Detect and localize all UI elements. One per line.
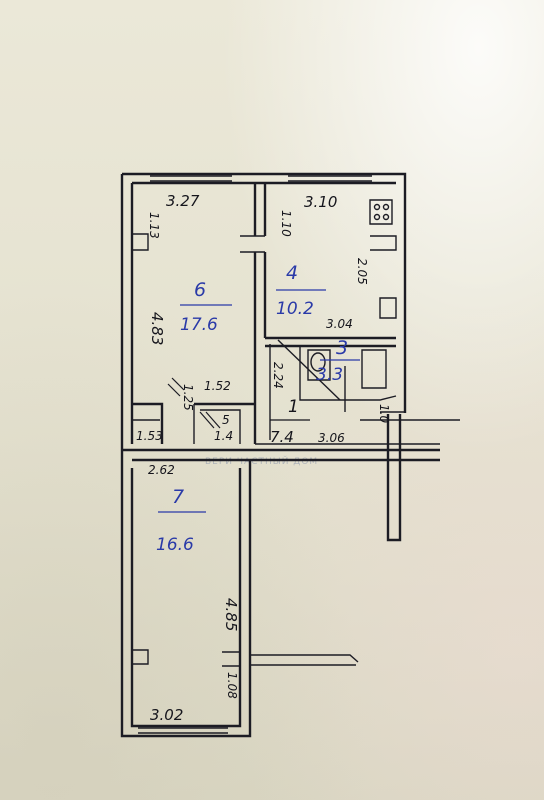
- dim-1-53: 1.53: [136, 429, 163, 443]
- dim-1-0: 1.0: [377, 404, 391, 423]
- room-7-number: 7: [172, 486, 184, 508]
- dim-1-25: 1.25: [181, 384, 195, 411]
- dim-1-10: 1.10: [279, 210, 293, 237]
- dim-3-04: 3.04: [326, 317, 353, 331]
- room-5-number: 5: [222, 413, 230, 427]
- partition-walls: [132, 183, 460, 667]
- room-3-label: 3 3.3: [316, 337, 360, 385]
- room-4-area: 10.2: [276, 299, 314, 319]
- room-1-number: 1: [288, 397, 299, 417]
- room-1-area: 7.4: [270, 428, 294, 446]
- outer-walls: [120, 172, 440, 738]
- hatching: [167, 377, 221, 429]
- room-1-label: 1 7.4: [270, 397, 310, 446]
- dim-3-10: 3.10: [304, 193, 337, 211]
- dimension-labels: 3.27 3.10 1.13 1.10 2.05 4.83 3.04 1.52 …: [136, 192, 391, 724]
- room-3-number: 3: [336, 337, 348, 359]
- room-3-area: 3.3: [316, 365, 343, 385]
- dim-3-06: 3.06: [318, 431, 345, 445]
- dim-3-02: 3.02: [150, 706, 183, 724]
- room-5-area: 1.4: [214, 429, 233, 443]
- room-6-label: 6 17.6: [180, 279, 232, 335]
- room-4-number: 4: [286, 262, 298, 284]
- dim-2-05: 2.05: [355, 258, 369, 285]
- dim-2-62: 2.62: [148, 463, 175, 477]
- room-5-label: 5 1.4: [214, 413, 233, 443]
- room-4-label: 4 10.2: [276, 262, 326, 319]
- room-6-area: 17.6: [180, 315, 218, 335]
- windows: [138, 175, 372, 734]
- dim-1-13: 1.13: [147, 212, 161, 239]
- dim-4-85: 4.85: [222, 598, 240, 631]
- room-7-area: 16.6: [156, 535, 194, 555]
- dim-1-08: 1.08: [225, 672, 239, 699]
- dim-1-52: 1.52: [204, 379, 231, 393]
- room-6-number: 6: [194, 279, 206, 301]
- dim-4-83: 4.83: [148, 312, 166, 345]
- room-7-label: 7 16.6: [156, 486, 206, 555]
- dim-2-24: 2.24: [271, 362, 285, 389]
- dim-3-27: 3.27: [166, 192, 200, 210]
